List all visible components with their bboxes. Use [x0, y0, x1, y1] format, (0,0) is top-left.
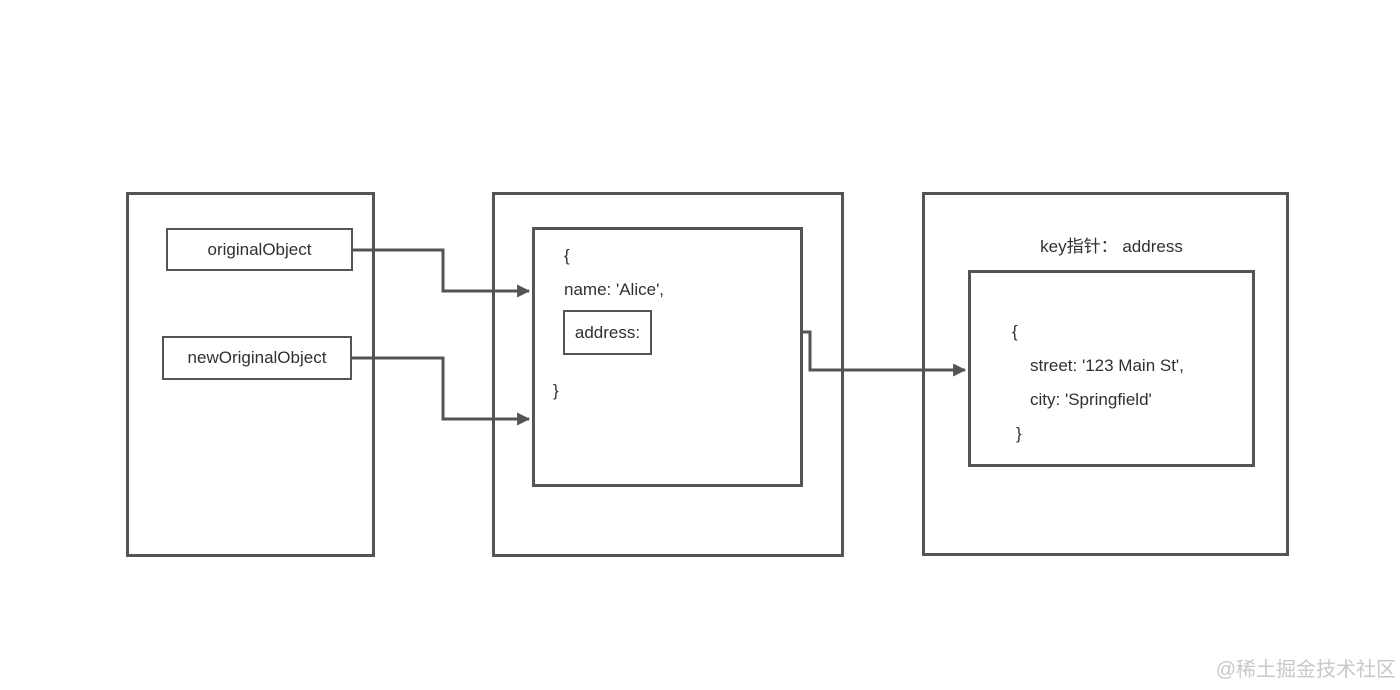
address-object-street-line: street: '123 Main St', [1030, 356, 1184, 375]
heap-object-open-brace: { [564, 246, 570, 265]
address-key-label: address: [574, 322, 641, 342]
heap-panel [492, 192, 844, 557]
address-object-open-brace: { [1012, 322, 1018, 341]
address-object-box [968, 270, 1255, 467]
stack-panel [126, 192, 375, 557]
pointer-panel [922, 192, 1289, 556]
variable-label-newOriginalObject: newOriginalObject [187, 348, 327, 367]
variable-box-newOriginalObject: newOriginalObject [162, 336, 352, 380]
heap-object-box [532, 227, 803, 487]
address-object-city-line: city: 'Springfield' [1030, 390, 1152, 409]
address-object-close-brace: } [1016, 424, 1022, 443]
variable-box-originalObject: originalObject [166, 228, 353, 271]
address-key-box: address: [563, 310, 652, 355]
heap-object-name-line: name: 'Alice', [564, 280, 665, 299]
watermark: @稀土掘金技术社区 [1215, 659, 1396, 681]
variable-label-originalObject: originalObject [207, 239, 312, 259]
pointer-panel-title: key指针： address [1040, 237, 1183, 256]
heap-object-close-brace: } [553, 381, 559, 400]
